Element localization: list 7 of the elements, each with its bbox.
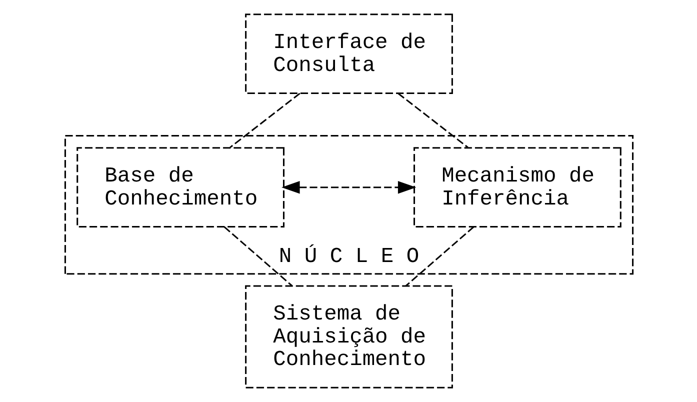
node-box: Interface de Consulta bbox=[244, 14, 452, 94]
node-box: Mecanismo de Inferência bbox=[413, 147, 621, 228]
node-box: Sistema de Aquisição de Conhecimento bbox=[244, 285, 452, 388]
connector bbox=[397, 92, 468, 148]
arrow bbox=[281, 180, 416, 194]
node-box: Base de Conhecimento bbox=[76, 147, 284, 228]
connector bbox=[404, 226, 474, 286]
